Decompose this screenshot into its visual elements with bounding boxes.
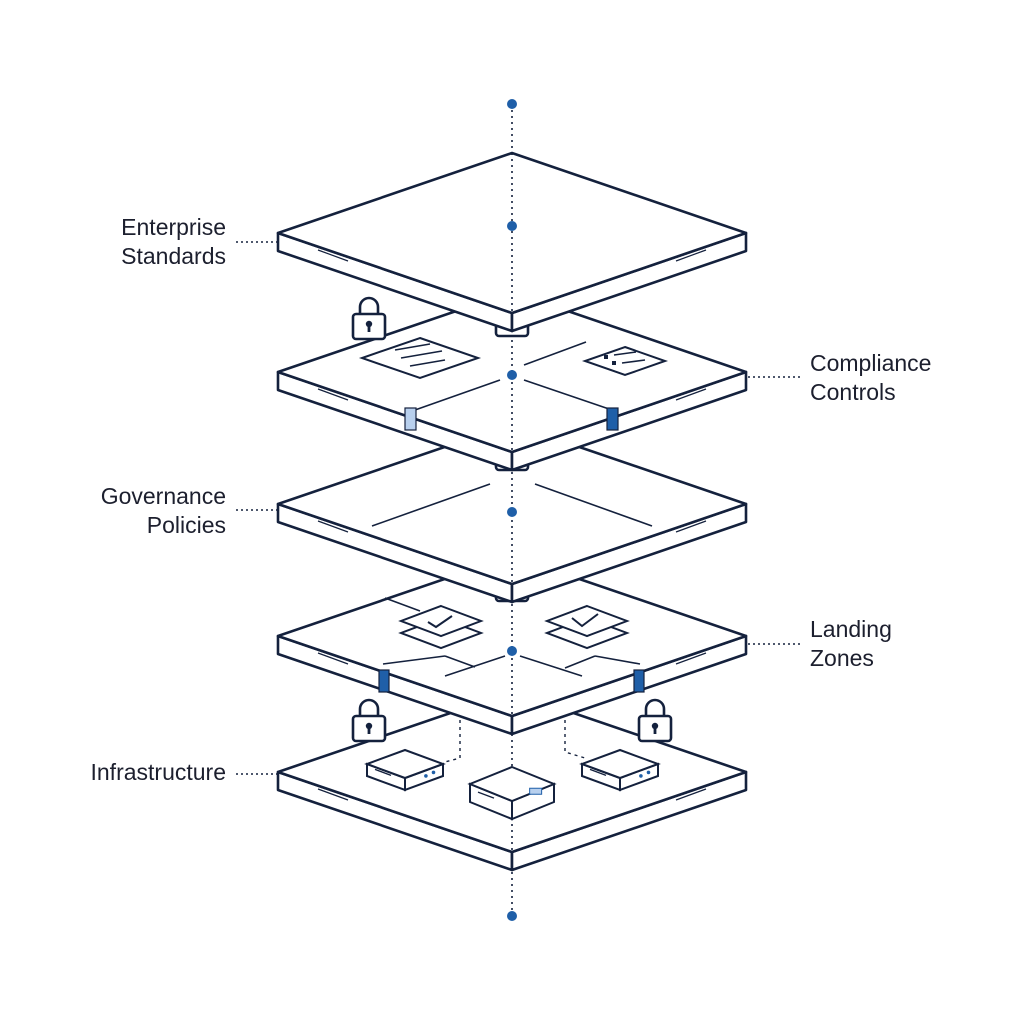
document-line <box>400 350 443 359</box>
edge-groove <box>317 388 349 401</box>
lock-icon <box>351 296 387 341</box>
zone-divider <box>534 483 653 527</box>
document-bullet <box>612 361 616 365</box>
document-icon <box>581 345 669 377</box>
zone-divider <box>384 597 421 612</box>
label-infrastructure: Infrastructure <box>91 758 227 787</box>
server-icon <box>467 765 557 821</box>
document-line <box>621 359 646 364</box>
zone-divider <box>523 341 587 366</box>
label-line: Policies <box>146 512 226 538</box>
edge-groove <box>675 652 707 665</box>
lock-keyhole-slot <box>367 324 371 332</box>
document-line <box>409 359 446 367</box>
edge-groove <box>317 652 349 665</box>
document-sheet <box>581 345 669 377</box>
edge-accent-marker <box>378 669 390 693</box>
zone-divider <box>594 655 641 665</box>
label-line: Compliance <box>810 350 932 376</box>
zone-divider <box>444 655 506 677</box>
label-line: Zones <box>810 645 874 671</box>
server-vent <box>477 791 495 799</box>
lock-icon <box>637 698 673 743</box>
edge-groove <box>317 520 349 533</box>
server-led <box>646 770 651 775</box>
server-vent <box>589 768 607 777</box>
edge-groove <box>675 249 707 262</box>
lock-keyhole-slot <box>367 726 371 734</box>
edge-groove <box>317 788 349 801</box>
checkmark <box>427 615 453 629</box>
checkbox-icon <box>544 604 630 650</box>
lock-shackle <box>644 698 666 716</box>
checkbox-icon <box>398 604 484 650</box>
lock-shackle <box>358 296 380 314</box>
axis-dot-icon <box>507 99 517 109</box>
layer-landing-zones <box>276 554 748 736</box>
label-compliance-controls: Compliance Controls <box>810 349 931 407</box>
document-line <box>394 343 431 351</box>
edge-groove <box>675 788 707 801</box>
label-line: Infrastructure <box>90 759 227 785</box>
edge-accent-marker <box>633 669 645 693</box>
document-sheet <box>358 336 482 380</box>
label-governance-policies: Governance Policies <box>101 482 226 540</box>
edge-groove <box>675 388 707 401</box>
edge-groove <box>675 520 707 533</box>
connector-line <box>444 720 461 763</box>
label-enterprise-standards: Enterprise Standards <box>121 213 226 271</box>
layer-enterprise-standards <box>276 151 748 333</box>
axis-dot-icon <box>507 507 517 517</box>
server-led <box>639 774 643 778</box>
edge-accent-marker <box>606 407 619 431</box>
zone-divider <box>414 379 501 411</box>
zone-divider <box>519 655 583 677</box>
axis-dot-icon <box>507 370 517 380</box>
server-top <box>579 748 661 780</box>
lock-shackle <box>358 698 380 716</box>
lock-keyhole-slot <box>653 726 657 734</box>
tile-upper <box>544 604 630 638</box>
document-line <box>613 351 637 356</box>
tile-upper <box>398 604 484 638</box>
zone-divider <box>564 655 596 669</box>
label-line: Standards <box>121 243 226 269</box>
server-top <box>364 748 446 780</box>
axis-dot-icon <box>507 911 517 921</box>
server-vent <box>374 768 392 777</box>
zone-divider <box>523 379 613 411</box>
server-led <box>424 774 428 778</box>
document-icon <box>358 336 482 380</box>
edge-groove <box>317 249 349 262</box>
label-landing-zones: Landing Zones <box>810 615 892 673</box>
label-line: Landing <box>810 616 892 642</box>
label-line: Governance <box>100 483 226 509</box>
server-icon <box>579 748 661 792</box>
zone-divider <box>371 483 491 527</box>
zone-divider <box>444 655 476 668</box>
layer-governance-policies <box>276 422 748 604</box>
edge-accent-marker <box>404 407 417 431</box>
label-line: Enterprise <box>121 214 226 240</box>
label-line: Controls <box>810 379 896 405</box>
axis-dot-icon <box>507 646 517 656</box>
document-bullet <box>604 355 608 359</box>
server-icon <box>364 748 446 792</box>
server-led <box>529 787 543 795</box>
server-led <box>431 770 436 775</box>
zone-divider <box>382 655 446 665</box>
lock-icon <box>351 698 387 743</box>
axis-dot-icon <box>507 221 517 231</box>
checkmark <box>571 613 599 628</box>
